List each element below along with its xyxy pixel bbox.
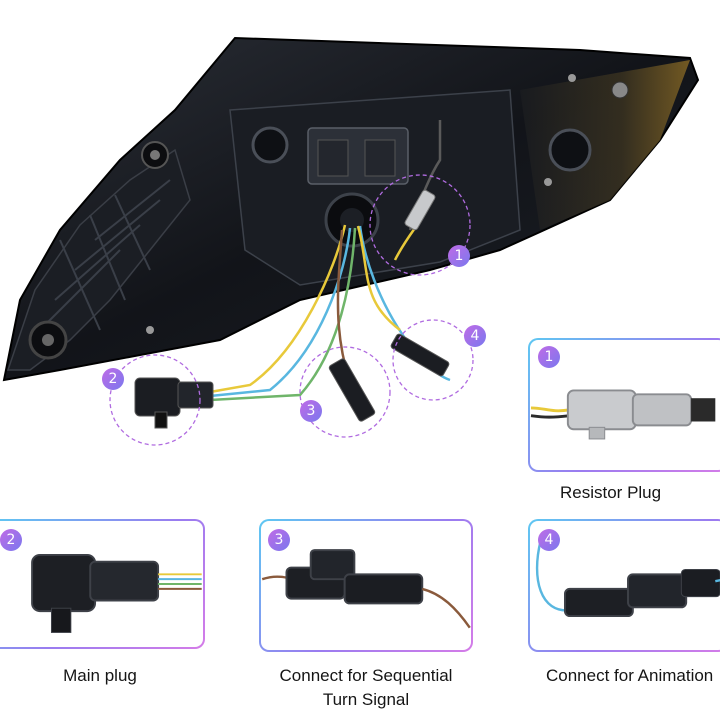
stud <box>42 334 54 346</box>
sequential-caption: Connect for Sequential Turn Signal <box>259 664 473 712</box>
resistor-plug-image <box>530 389 716 440</box>
main-plug-panel <box>0 519 205 649</box>
callout-badge-1: 1 <box>448 245 470 267</box>
screw <box>146 326 154 334</box>
screw <box>544 178 552 186</box>
resistor-plug-photo <box>404 189 436 231</box>
callout-badge-4: 4 <box>464 325 486 347</box>
sequential-panel <box>259 519 473 652</box>
stud <box>548 128 592 172</box>
sequential-caption-line1: Connect for Sequential <box>279 666 453 685</box>
stud <box>611 81 629 99</box>
animation-caption: Connect for Animation <box>546 666 714 685</box>
stud <box>251 126 289 164</box>
sequential-connector-photo <box>328 358 376 422</box>
sequential-caption-line2: Turn Signal <box>322 690 410 709</box>
socket-clip <box>364 139 396 177</box>
socket-clip <box>317 139 349 177</box>
panel-badge-2: 2 <box>0 529 22 551</box>
panel-badge-1: 1 <box>538 346 560 368</box>
sequential-connector-image <box>261 549 471 629</box>
stud <box>150 150 160 160</box>
lens-edge <box>520 60 690 230</box>
animation-panel <box>528 519 720 652</box>
screw <box>568 74 576 82</box>
callout-circles <box>109 174 474 446</box>
animation-connector-photo <box>390 333 450 377</box>
callout-badge-3: 3 <box>300 400 322 422</box>
bracket-ribs <box>39 179 171 331</box>
resistor-plug-caption: Resistor Plug <box>560 483 662 502</box>
panel-badge-3: 3 <box>268 529 290 551</box>
resistor-plug-panel <box>528 338 720 472</box>
main-plug-photo <box>134 377 214 429</box>
main-plug-image <box>31 553 202 633</box>
animation-connector-image <box>535 540 720 618</box>
panel-badge-4: 4 <box>538 529 560 551</box>
callout-badge-2: 2 <box>102 368 124 390</box>
inner-panel <box>229 89 521 286</box>
main-plug-caption: Main plug <box>63 666 137 685</box>
